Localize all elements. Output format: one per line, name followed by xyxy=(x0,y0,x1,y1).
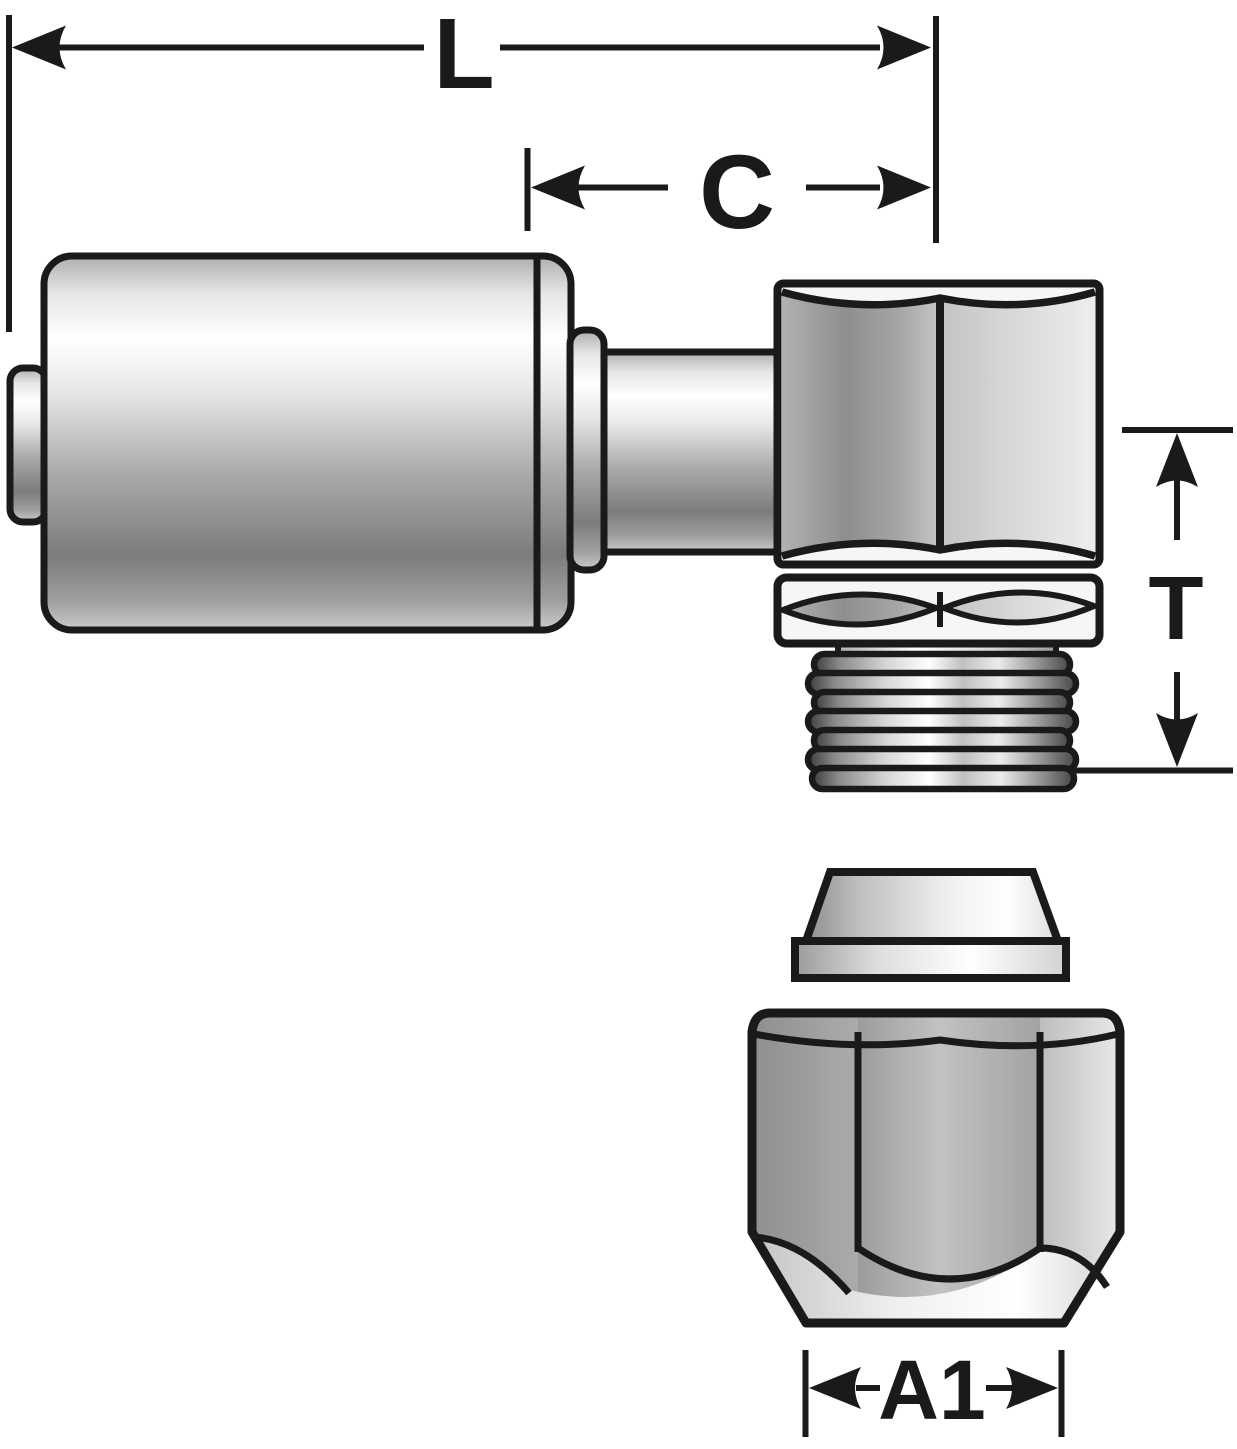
jam-hex-face-right xyxy=(935,589,1102,626)
arrow-left-icon xyxy=(531,165,585,210)
arrow-up-icon xyxy=(1156,433,1198,487)
arrow-left-icon xyxy=(12,25,66,70)
male-thread-stud xyxy=(804,638,1080,793)
elbow-hex-face-right xyxy=(940,290,1095,558)
arrow-right-icon xyxy=(1006,1367,1058,1409)
crimp-shell-body xyxy=(40,252,575,634)
dimension-C xyxy=(524,148,931,231)
dim-label-L: L xyxy=(433,0,494,110)
dimension-T xyxy=(1073,427,1233,774)
thread-ridge xyxy=(808,764,1078,793)
arrow-down-icon xyxy=(1156,713,1198,767)
nut-outline xyxy=(747,1008,1125,1328)
dimension-A1 xyxy=(802,1350,1065,1437)
dim-label-A1: A1 xyxy=(878,1343,985,1437)
dim-label-C: C xyxy=(699,134,775,251)
arrow-right-icon xyxy=(877,25,931,70)
compression-nut xyxy=(747,1008,1125,1328)
elbow-hex-face-left xyxy=(782,290,940,558)
nut-top-rim-line xyxy=(753,1030,1119,1050)
connector-tube xyxy=(596,348,785,556)
arrow-left-icon xyxy=(809,1367,861,1409)
crimp-shell xyxy=(40,252,575,634)
arrow-right-icon xyxy=(877,165,931,210)
elbow-hex-body xyxy=(773,279,1104,569)
nut-chamfer-curve-right xyxy=(1039,1244,1110,1289)
nut-chamfer-curve-middle xyxy=(856,1245,1042,1283)
ferrule-sleeve xyxy=(791,868,1070,982)
jam-hex-nut xyxy=(773,573,1104,648)
ferrule-flange xyxy=(791,937,1070,982)
ferrule-cone xyxy=(800,868,1064,945)
dim-label-T: T xyxy=(1149,559,1204,659)
nut-chamfer-curve-left xyxy=(752,1233,852,1296)
shell-collar xyxy=(566,326,608,574)
dimension-L xyxy=(6,15,939,332)
nut-bottom-chamfer xyxy=(752,1240,1105,1323)
elbow-hex-outline xyxy=(773,279,1104,569)
